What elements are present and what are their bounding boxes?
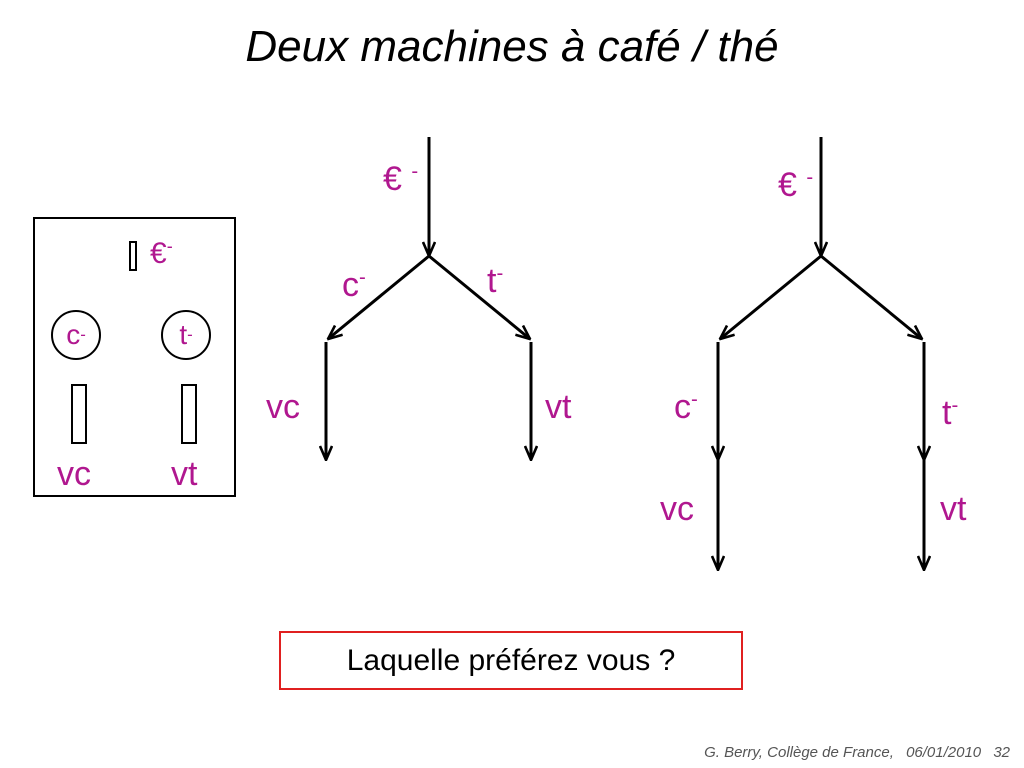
coffee-cup-label: vc xyxy=(57,455,91,493)
left-tea-label: t- xyxy=(487,262,503,301)
right-vt-label: vt xyxy=(940,490,967,528)
coffee-button-symbol: c xyxy=(66,319,81,350)
right-coffee-sup: - xyxy=(691,388,698,411)
machine-box: €- c- t- vc vt xyxy=(33,217,236,497)
coin-sup: - xyxy=(166,236,173,256)
right-tea-symbol: t xyxy=(942,394,952,432)
slide-title: Deux machines à café / thé xyxy=(245,22,779,71)
coin-symbol: € xyxy=(150,237,167,270)
right-coffee-label: c- xyxy=(674,388,698,427)
question-box: Laquelle préférez vous ? xyxy=(279,631,743,690)
tea-cup-label: vt xyxy=(171,455,198,493)
question-text: Laquelle préférez vous ? xyxy=(346,643,676,677)
right-tea-sup: - xyxy=(951,394,959,417)
left-vt-label: vt xyxy=(545,388,572,426)
tea-button: t- xyxy=(161,310,211,360)
left-diagram xyxy=(326,137,531,460)
right-split-left xyxy=(720,254,822,339)
coin-slot-icon xyxy=(129,241,137,271)
left-coffee-sup: - xyxy=(359,266,366,289)
footer-date: 06/01/2010 xyxy=(906,744,982,761)
tea-cup-icon xyxy=(181,384,197,444)
left-tea-symbol: t xyxy=(487,262,497,300)
right-vc-label: vc xyxy=(660,490,694,528)
right-diagram xyxy=(718,137,924,570)
footer-page-number: 32 xyxy=(993,744,1010,761)
slide-footer: G. Berry, Collège de France, 06/01/2010 … xyxy=(696,744,1010,761)
right-tea-label: t- xyxy=(942,394,958,433)
footer-author: G. Berry, Collège de France, xyxy=(704,744,894,761)
coffee-button: c- xyxy=(51,310,101,360)
right-coin-sup: - xyxy=(806,166,814,189)
left-coffee-label: c- xyxy=(342,266,366,305)
left-tea-sup: - xyxy=(496,262,504,285)
right-coin-label: € - xyxy=(778,166,813,205)
right-split-right xyxy=(820,254,922,339)
left-coin-sup: - xyxy=(411,160,419,183)
left-vc-label: vc xyxy=(266,388,300,426)
right-coffee-symbol: c xyxy=(674,388,691,426)
left-tea-arrow xyxy=(428,254,530,339)
coin-label: €- xyxy=(150,237,173,271)
left-coffee-symbol: c xyxy=(342,266,359,304)
right-coin-symbol: € xyxy=(778,166,807,204)
left-coffee-arrow xyxy=(328,254,430,339)
tea-button-symbol: t xyxy=(179,319,188,350)
coffee-cup-icon xyxy=(71,384,87,444)
left-coin-symbol: € xyxy=(383,160,412,198)
left-coin-label: € - xyxy=(383,160,418,199)
